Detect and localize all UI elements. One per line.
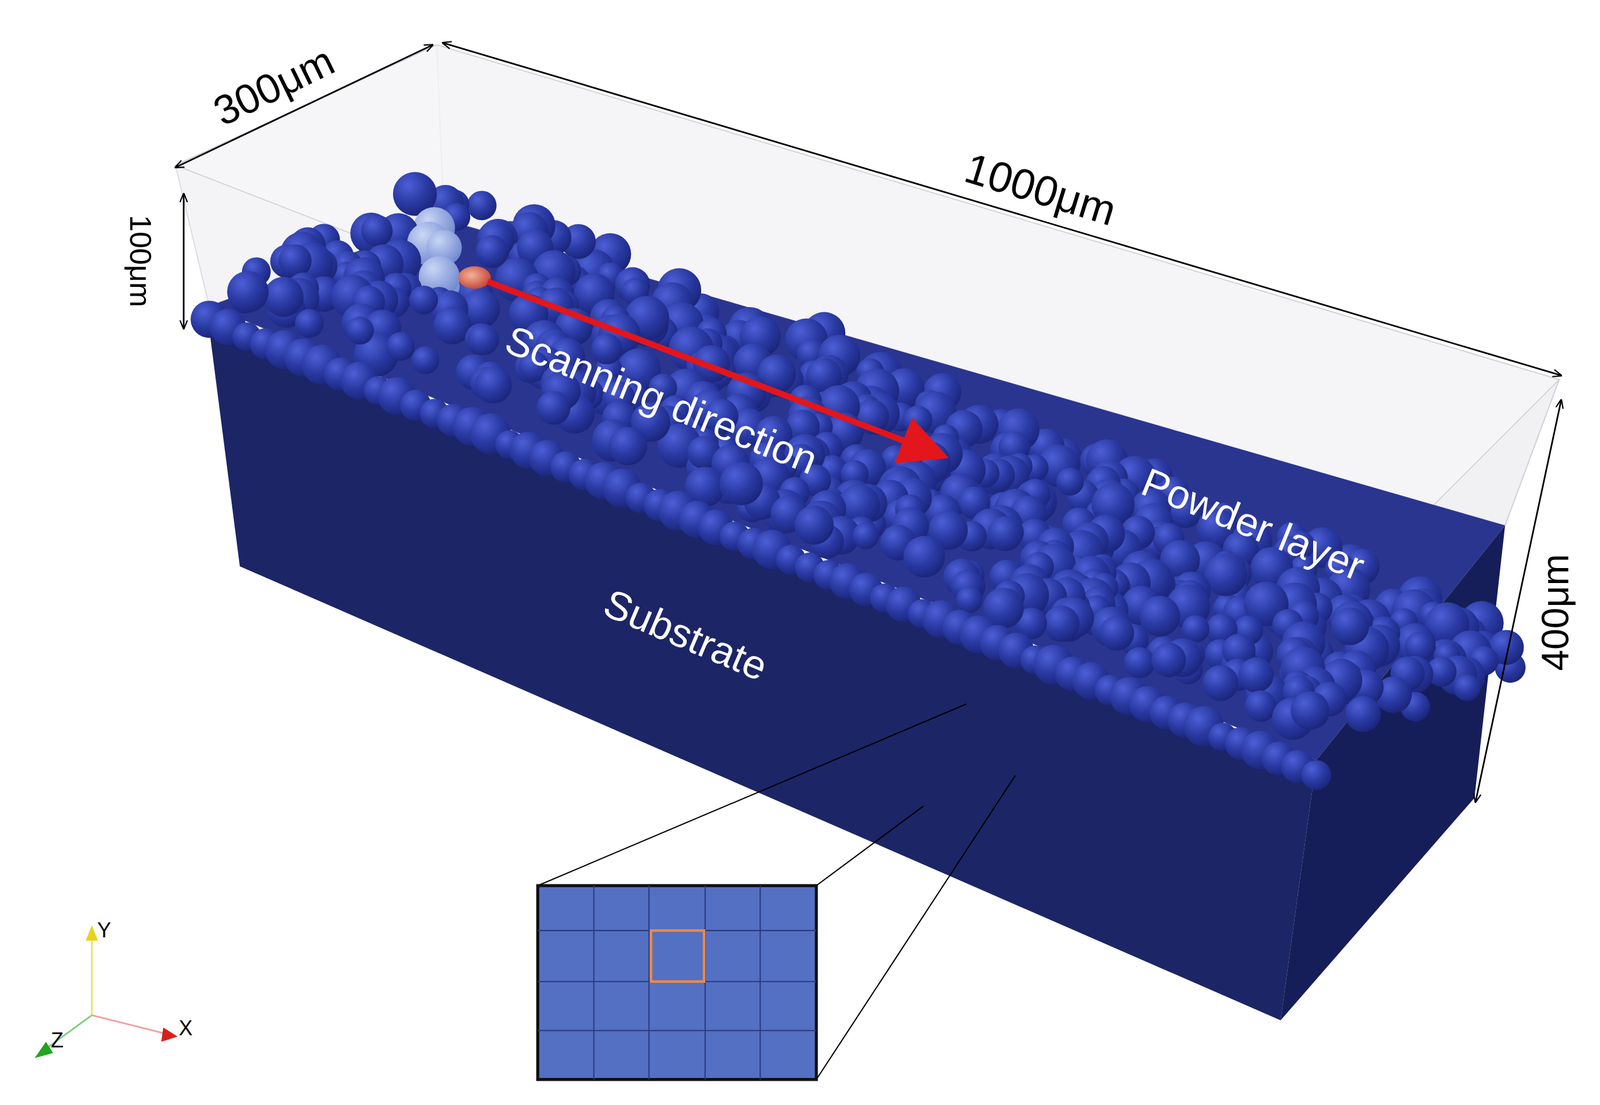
powder-particle xyxy=(988,516,1024,552)
powder-particle xyxy=(1124,647,1156,679)
powder-particle xyxy=(467,190,497,221)
mesh-inset xyxy=(537,704,1016,1080)
dimension-label: 400μm xyxy=(1536,553,1575,671)
powder-particle xyxy=(1301,760,1332,791)
powder-particle xyxy=(903,535,945,578)
powder-particle xyxy=(411,346,440,374)
powder-particle xyxy=(409,285,438,315)
powder-particle xyxy=(955,586,983,614)
powder-particle xyxy=(1238,657,1274,693)
powder-particle xyxy=(386,331,416,361)
dimension-label: 100μm xyxy=(125,214,156,308)
powder-particle xyxy=(1056,467,1084,496)
powder-particle xyxy=(1202,664,1239,701)
axis-label: X xyxy=(178,1018,193,1039)
powder-particle xyxy=(475,235,509,268)
powder-particle xyxy=(719,462,763,506)
powder-particle xyxy=(1245,690,1277,722)
powder-particle xyxy=(1345,696,1382,732)
powder-particle xyxy=(852,522,880,550)
powder-particle xyxy=(608,426,648,466)
powder-particle xyxy=(1330,607,1369,646)
powder-particle xyxy=(903,405,933,436)
powder-particle xyxy=(227,271,269,313)
axis-triad xyxy=(34,925,178,1058)
powder-particle xyxy=(294,308,324,338)
powder-particle xyxy=(1151,642,1186,677)
powder-particle xyxy=(794,505,834,545)
powder-particle xyxy=(1099,615,1134,651)
powder-particle xyxy=(361,214,393,247)
powder-particle xyxy=(536,390,571,425)
substrate-block xyxy=(209,219,1505,1021)
powder-particle xyxy=(1290,691,1330,730)
powder-particle xyxy=(1043,605,1080,642)
powder-particle xyxy=(1453,674,1481,702)
powder-particle xyxy=(474,366,512,404)
axis-label: Y xyxy=(97,920,112,941)
powder-particle xyxy=(278,244,312,278)
powder-particle xyxy=(467,323,499,355)
powder-particles xyxy=(190,172,1526,791)
melt-spot xyxy=(458,266,491,289)
dimension-arrows xyxy=(175,42,1562,803)
powder-particle xyxy=(345,316,374,346)
axis-label: Z xyxy=(50,1030,64,1051)
powder-particle xyxy=(263,276,304,317)
